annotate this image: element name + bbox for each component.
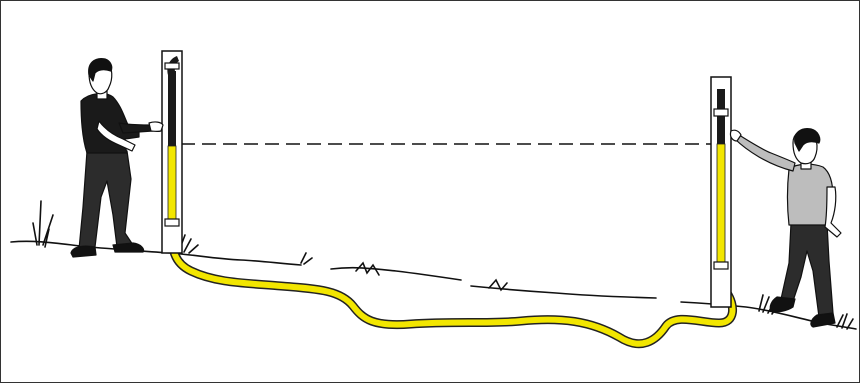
ground-left xyxy=(10,240,302,266)
grass-mid xyxy=(355,261,380,276)
grass-left xyxy=(32,200,54,248)
grass-mid-right xyxy=(488,278,508,292)
right-person-pants xyxy=(780,222,834,318)
hose xyxy=(167,221,737,349)
grass-mid-left xyxy=(300,252,313,265)
grass-right xyxy=(758,294,780,315)
ground-middle-1 xyxy=(330,266,462,281)
left-pole xyxy=(161,50,183,254)
right-clamp-top xyxy=(713,108,729,117)
right-pole xyxy=(710,76,732,308)
left-column-water xyxy=(167,145,177,227)
right-person xyxy=(729,128,842,328)
left-clamp-top xyxy=(164,62,180,70)
grass-far-right xyxy=(836,313,854,330)
left-person-hair xyxy=(88,58,113,82)
right-person-hair xyxy=(794,128,821,152)
left-column-dark xyxy=(168,71,176,146)
left-person-pants xyxy=(78,150,134,250)
ground-middle-2 xyxy=(470,285,657,299)
left-clamp-bottom xyxy=(164,218,180,227)
right-column-water xyxy=(716,143,726,265)
left-person xyxy=(70,58,164,258)
right-clamp-bottom xyxy=(713,261,729,270)
